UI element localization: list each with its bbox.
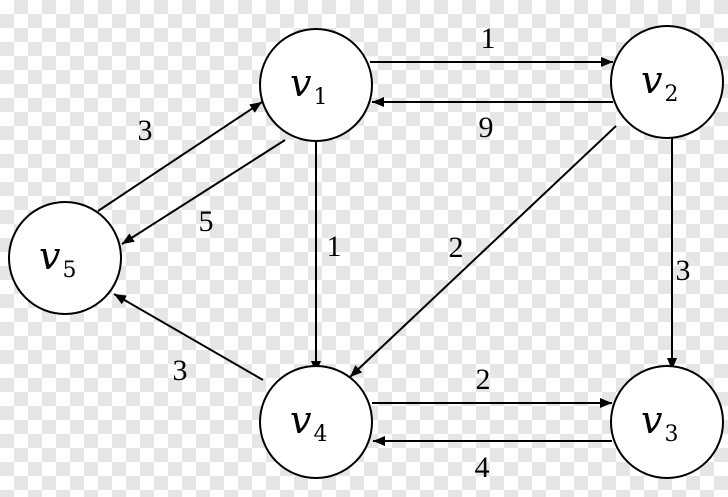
edge-line	[97, 101, 263, 212]
node-v4: v4	[259, 365, 373, 479]
edge-v2-v1: 9	[372, 97, 613, 144]
node-v1: v1	[259, 28, 373, 142]
edge-v5-v1: 3	[97, 101, 263, 212]
node-v5: v5	[8, 201, 122, 315]
edge-weight-label: 5	[199, 205, 214, 238]
node-circle	[259, 28, 373, 142]
edge-weight-label: 3	[138, 114, 153, 147]
node-v3: v3	[610, 365, 724, 479]
node-letter: v	[290, 61, 312, 105]
node-letter: v	[290, 398, 312, 442]
node-label: v5	[39, 234, 76, 283]
edge-weight-label: 3	[173, 354, 188, 387]
node-circle	[610, 365, 724, 479]
node-circle	[259, 365, 373, 479]
node-label: v4	[290, 398, 327, 447]
node-subscript: 4	[313, 422, 327, 447]
node-subscript: 2	[664, 82, 678, 107]
node-label: v2	[641, 58, 678, 107]
edge-weight-label: 2	[449, 231, 464, 264]
edge-v1-v4: 1	[311, 140, 342, 373]
edges: 1 9 3 5 1 2 3 2	[97, 22, 691, 484]
node-v2: v2	[610, 25, 724, 139]
edge-v3-v4: 4	[373, 436, 612, 484]
edge-v1-v5: 5	[121, 139, 286, 245]
node-subscript: 3	[664, 422, 678, 447]
node-subscript: 5	[62, 258, 76, 283]
edge-weight-label: 1	[327, 230, 342, 263]
nodes: v1 v2 v3 v4 v5	[8, 25, 724, 479]
edge-weight-label: 4	[475, 451, 490, 484]
edge-weight-label: 3	[676, 254, 691, 287]
edge-line	[121, 139, 286, 245]
node-letter: v	[641, 58, 663, 102]
node-label: v3	[641, 398, 678, 447]
node-subscript: 1	[313, 85, 327, 110]
edge-weight-label: 1	[481, 22, 496, 55]
node-label: v1	[290, 61, 327, 110]
edge-v2-v3: 3	[667, 138, 691, 370]
node-circle	[8, 201, 122, 315]
edge-v2-v4: 2	[349, 125, 617, 378]
edge-weight-label: 2	[476, 363, 491, 396]
edge-weight-label: 9	[479, 111, 494, 144]
edge-v1-v2: 1	[370, 22, 613, 67]
edge-line	[113, 293, 264, 381]
edge-v4-v5: 3	[113, 293, 264, 387]
node-letter: v	[39, 234, 61, 278]
edge-v4-v3: 2	[372, 363, 612, 408]
edge-line	[349, 125, 617, 378]
node-circle	[610, 25, 724, 139]
node-letter: v	[641, 398, 663, 442]
